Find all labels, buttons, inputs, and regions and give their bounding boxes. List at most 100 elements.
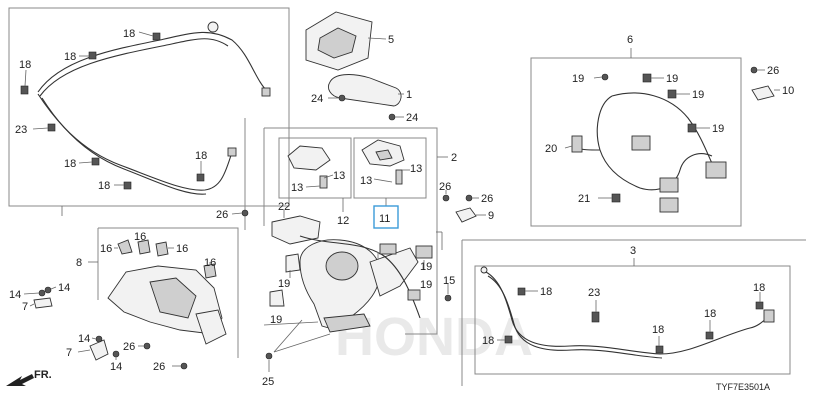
callout-18: 18 bbox=[704, 308, 716, 320]
callout-2: 2 bbox=[451, 152, 457, 164]
bracket-9 bbox=[455, 207, 477, 223]
harness-3-cable bbox=[485, 271, 773, 355]
callout-10: 10 bbox=[782, 85, 794, 97]
callout-13: 13 bbox=[360, 175, 372, 187]
upper-cable bbox=[37, 31, 269, 93]
harness-3-end bbox=[480, 266, 488, 274]
connector-6a bbox=[631, 135, 651, 151]
guide-plate bbox=[287, 145, 331, 171]
callout-12: 12 bbox=[337, 215, 349, 227]
bolt-26-a bbox=[143, 342, 151, 350]
callout-16: 16 bbox=[204, 257, 216, 269]
callout-18: 18 bbox=[64, 158, 76, 170]
connector-6c bbox=[659, 177, 679, 193]
clip-19b bbox=[269, 289, 285, 307]
bolt-26-mid bbox=[442, 194, 450, 202]
callout-15: 15 bbox=[443, 275, 455, 287]
callout-25: 25 bbox=[262, 376, 274, 388]
watermark-text: HONDA bbox=[335, 307, 533, 367]
sub-harness-panel: 6 19 19 19 19 20 21 26 10 bbox=[530, 34, 794, 227]
clip-23 bbox=[591, 311, 600, 323]
callout-19: 19 bbox=[420, 261, 432, 273]
cable-panel-frame bbox=[8, 7, 290, 207]
bracket-panel-frame bbox=[98, 227, 239, 358]
callout-20: 20 bbox=[545, 143, 557, 155]
callout-19: 19 bbox=[666, 73, 678, 85]
callout-19: 19 bbox=[692, 89, 704, 101]
callout-14: 14 bbox=[58, 282, 70, 294]
front-arrow-icon bbox=[6, 374, 34, 386]
callout-1: 1 bbox=[406, 89, 412, 101]
callout-18: 18 bbox=[482, 335, 494, 347]
bolt-26-left bbox=[241, 209, 249, 217]
callout-26: 26 bbox=[767, 65, 779, 77]
bolt-14c bbox=[95, 335, 103, 343]
subassembly-11-frame bbox=[353, 137, 427, 199]
callout-8: 8 bbox=[76, 257, 82, 269]
screw-24-b bbox=[388, 113, 396, 121]
callout-26: 26 bbox=[123, 341, 135, 353]
select-lever-panel: 2 13 13 12 13 13 11 22 bbox=[216, 118, 457, 388]
clip-21 bbox=[611, 193, 621, 203]
callout-9: 9 bbox=[488, 210, 494, 222]
lever-panel-frame bbox=[264, 127, 438, 335]
lower-cable-2 bbox=[41, 97, 207, 195]
harness-3-cable-2 bbox=[487, 275, 663, 359]
callout-19: 19 bbox=[712, 123, 724, 135]
clip-18-e bbox=[504, 335, 513, 344]
callout-19: 19 bbox=[572, 73, 584, 85]
callout-19: 19 bbox=[270, 314, 282, 326]
sub-harness-frame bbox=[530, 57, 742, 227]
diagram-code: TYF7E3501A bbox=[716, 382, 770, 392]
callout-16: 16 bbox=[134, 231, 146, 243]
cable-clip-b bbox=[88, 51, 97, 60]
callout-18: 18 bbox=[540, 286, 552, 298]
callout-26: 26 bbox=[481, 193, 493, 205]
upper-cable-2 bbox=[39, 38, 229, 97]
lever-harness-block bbox=[369, 247, 419, 297]
callout-14: 14 bbox=[9, 289, 21, 301]
callout-24: 24 bbox=[311, 93, 323, 105]
screw-26 bbox=[750, 66, 758, 74]
bolt-14b bbox=[44, 286, 52, 294]
clip-18-d bbox=[755, 301, 764, 310]
spring-13 bbox=[319, 175, 328, 189]
grommet-16d bbox=[203, 263, 217, 279]
bolt-25 bbox=[265, 352, 273, 360]
callout-18: 18 bbox=[19, 59, 31, 71]
callout-23: 23 bbox=[15, 124, 27, 136]
cable-end-round bbox=[207, 21, 219, 33]
callout-14: 14 bbox=[110, 361, 122, 373]
cable-end-tip bbox=[261, 87, 271, 97]
cable-panel: 18 18 18 23 18 18 18 bbox=[8, 7, 290, 216]
callout-16: 16 bbox=[176, 243, 188, 255]
bracket-tab bbox=[195, 309, 227, 345]
grommet-16a bbox=[117, 239, 133, 255]
bolt-15 bbox=[444, 294, 452, 302]
front-direction-label: FR. bbox=[34, 369, 52, 381]
cable-clip-a bbox=[152, 32, 161, 41]
callout-7: 7 bbox=[66, 347, 72, 359]
connector-19b bbox=[407, 289, 421, 301]
spring-13b bbox=[395, 169, 403, 185]
highlight-box-11[interactable] bbox=[373, 205, 399, 229]
front-direction-indicator: FR. bbox=[6, 369, 52, 386]
connector-6d bbox=[659, 197, 679, 213]
clip-19-d bbox=[687, 123, 697, 133]
callout-3: 3 bbox=[630, 245, 636, 257]
connector-6b bbox=[705, 161, 727, 179]
cable-clip-f bbox=[196, 173, 205, 182]
grommet-16b bbox=[137, 239, 151, 255]
connector-20 bbox=[571, 135, 583, 153]
callout-13: 13 bbox=[410, 163, 422, 175]
callout-22: 22 bbox=[278, 201, 290, 213]
bracket-10 bbox=[751, 85, 775, 101]
callout-11[interactable]: 11 bbox=[379, 213, 390, 225]
callout-14: 14 bbox=[78, 333, 90, 345]
bracket-assembly-panel: 8 16 16 16 16 14 14 7 7 14 14 bbox=[9, 227, 239, 373]
callout-18: 18 bbox=[652, 324, 664, 336]
callout-18: 18 bbox=[753, 282, 765, 294]
lever-base bbox=[323, 313, 371, 333]
clip-18-b bbox=[655, 345, 664, 354]
